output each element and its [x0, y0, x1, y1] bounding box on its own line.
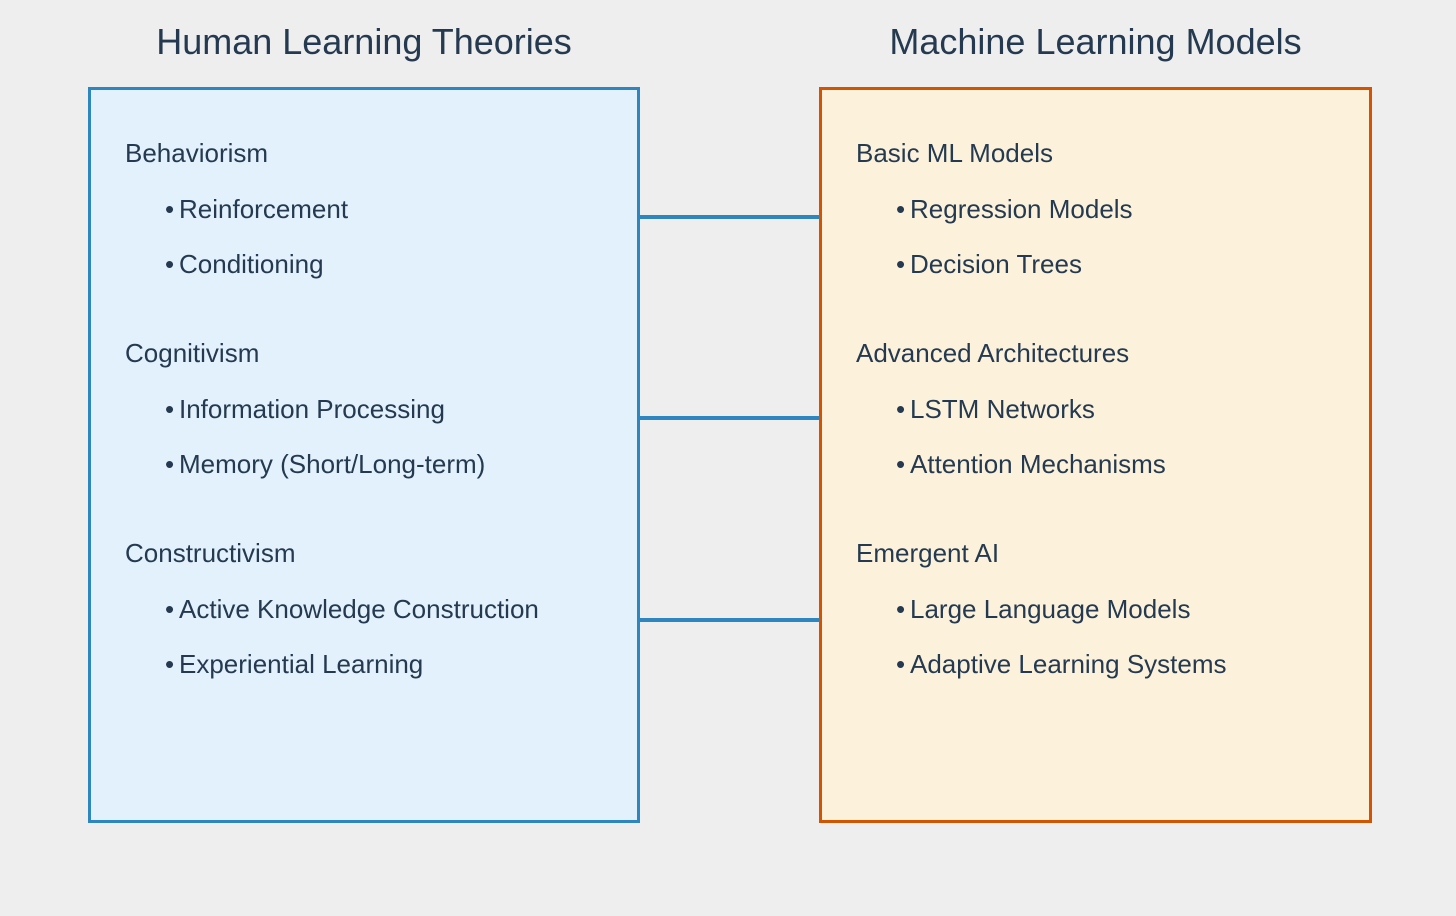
machine-learning-models-panel: Basic ML Models •Regression Models •Deci… — [819, 87, 1372, 823]
left-column-title: Human Learning Theories — [156, 21, 572, 62]
list-item-label: Decision Trees — [910, 249, 1082, 279]
list-item-label: Large Language Models — [910, 594, 1191, 624]
bullet-icon: • — [896, 394, 906, 424]
bullet-icon: • — [165, 594, 175, 624]
bullet-icon: • — [165, 649, 175, 679]
list-item: •Active Knowledge Construction — [165, 592, 617, 626]
human-learning-theories-panel: Behaviorism •Reinforcement •Conditioning… — [88, 87, 640, 823]
list-item-label: Reinforcement — [179, 194, 349, 224]
list-item: •Large Language Models — [896, 592, 1349, 626]
section-constructivism: Constructivism •Active Knowledge Constru… — [125, 536, 617, 681]
list-item-label: Experiential Learning — [179, 649, 424, 679]
bullet-icon: • — [165, 249, 175, 279]
section-heading: Basic ML Models — [856, 138, 1053, 168]
list-item: •Adaptive Learning Systems — [896, 647, 1349, 681]
list-item: •Conditioning — [165, 247, 617, 281]
section-heading: Constructivism — [125, 538, 296, 568]
list-item: •Memory (Short/Long-term) — [165, 447, 617, 481]
list-item-label: LSTM Networks — [910, 394, 1095, 424]
bullet-icon: • — [165, 449, 175, 479]
section-advanced-architectures: Advanced Architectures •LSTM Networks •A… — [856, 336, 1349, 481]
section-cognitivism: Cognitivism •Information Processing •Mem… — [125, 336, 617, 481]
bullet-icon: • — [165, 394, 175, 424]
list-item: •Regression Models — [896, 192, 1349, 226]
list-item-label: Memory (Short/Long-term) — [179, 449, 486, 479]
right-panel-content: Basic ML Models •Regression Models •Deci… — [822, 90, 1369, 681]
list-item: •Experiential Learning — [165, 647, 617, 681]
bullet-icon: • — [896, 594, 906, 624]
section-heading: Cognitivism — [125, 338, 260, 368]
list-item: •Attention Mechanisms — [896, 447, 1349, 481]
section-behaviorism: Behaviorism •Reinforcement •Conditioning — [125, 136, 617, 281]
section-heading: Emergent AI — [856, 538, 1000, 568]
list-item-label: Attention Mechanisms — [910, 449, 1166, 479]
section-basic-ml-models: Basic ML Models •Regression Models •Deci… — [856, 136, 1349, 281]
list-item-label: Adaptive Learning Systems — [910, 649, 1227, 679]
list-item: •Decision Trees — [896, 247, 1349, 281]
bullet-icon: • — [896, 249, 906, 279]
left-panel-content: Behaviorism •Reinforcement •Conditioning… — [91, 90, 637, 681]
list-item-label: Regression Models — [910, 194, 1133, 224]
connector-line-bottom — [640, 618, 820, 622]
section-heading: Behaviorism — [125, 138, 269, 168]
list-item: •Reinforcement — [165, 192, 617, 226]
bullet-icon: • — [165, 194, 175, 224]
bullet-icon: • — [896, 449, 906, 479]
list-item: •Information Processing — [165, 392, 617, 426]
bullet-icon: • — [896, 194, 906, 224]
list-item-label: Information Processing — [179, 394, 445, 424]
list-item-label: Active Knowledge Construction — [179, 594, 539, 624]
list-item-label: Conditioning — [179, 249, 324, 279]
bullet-icon: • — [896, 649, 906, 679]
right-column-title: Machine Learning Models — [889, 21, 1302, 62]
section-heading: Advanced Architectures — [856, 338, 1130, 368]
list-item: •LSTM Networks — [896, 392, 1349, 426]
connector-line-middle — [640, 416, 820, 420]
connector-line-top — [640, 215, 820, 219]
section-emergent-ai: Emergent AI •Large Language Models •Adap… — [856, 536, 1349, 681]
